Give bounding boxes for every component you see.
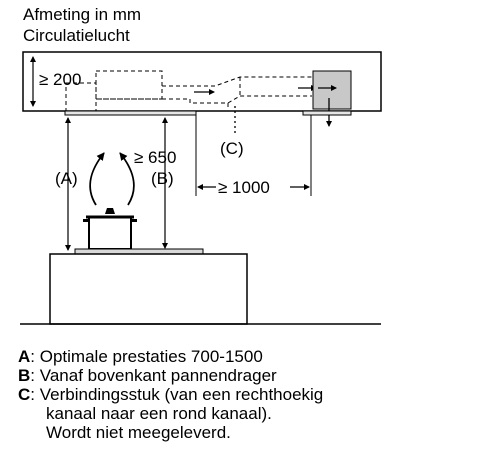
legend-text: Vanaf bovenkant pannendrager: [39, 366, 277, 385]
page-subtitle: Circulatielucht: [23, 26, 130, 45]
label-b: (B): [151, 169, 174, 188]
hood-panel-right: [302, 110, 352, 116]
dim-650-label: ≥ 650: [134, 148, 176, 167]
installation-diagram: (C) ≥ 200 (A) (B) ≥ 650 ≥ 1000: [20, 51, 382, 325]
label-c: (C): [220, 139, 244, 158]
steam-curves: [89, 152, 135, 206]
legend-key: A: [18, 347, 31, 366]
legend-item-b: B: Vanaf bovenkant pannendrager: [18, 366, 277, 385]
legend-item-c-cont-1: kanaal naar een rond kanaal).: [46, 404, 272, 423]
dim-1000-mask: [216, 178, 290, 196]
ceiling-box: [22, 51, 382, 112]
legend-item-c-cont-2: Wordt niet meegeleverd.: [46, 423, 231, 442]
label-a: (A): [55, 169, 78, 188]
duct-dashed: [65, 70, 312, 114]
legend-item-c: C: Verbindingsstuk (van een rechthoekig: [18, 385, 324, 404]
pot-icon: [83, 208, 137, 250]
page-title: Afmeting in mm: [23, 5, 142, 24]
dim-200-label: ≥ 200: [39, 70, 81, 89]
legend-text: Verbindingsstuk (van een rechthoekig: [39, 385, 324, 404]
kitchen-cabinet: [49, 253, 248, 325]
legend-text: Optimale prestaties 700-1500: [39, 347, 263, 366]
legend-item-a: A: Optimale prestaties 700-1500: [18, 347, 263, 366]
legend-key: B: [18, 366, 31, 385]
legend-key: C: [18, 385, 31, 404]
hood-panel: [64, 110, 197, 116]
legend: A: Optimale prestaties 700-1500 B: Vanaf…: [18, 347, 323, 442]
recirculation-module: [312, 70, 352, 110]
dim-1000-label: ≥ 1000: [218, 178, 270, 197]
